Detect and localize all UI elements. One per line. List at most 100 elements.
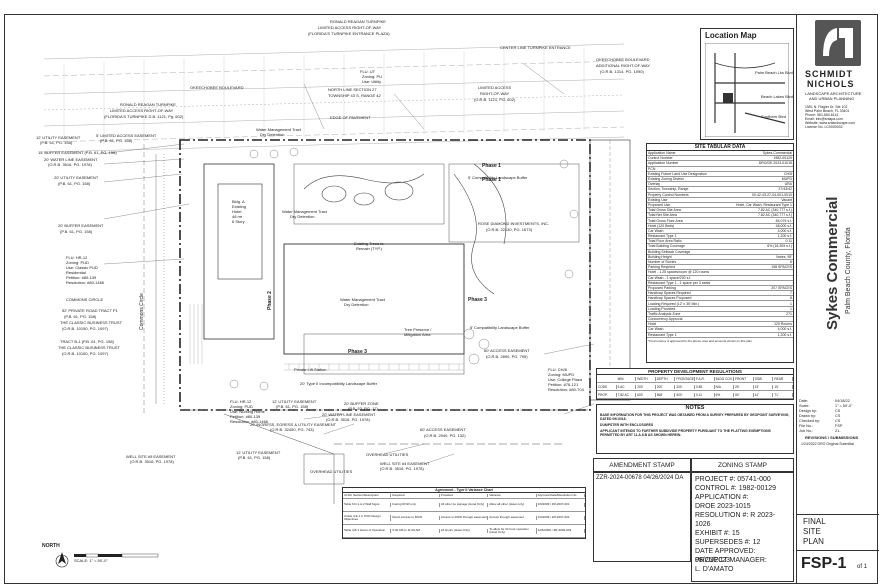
titleblock-value: 04/18/22 [835,399,850,403]
site-data-label: Hotel (120 Beds) [648,223,675,228]
location-map-label-3: Southern Blvd [761,114,787,119]
titleblock-row: Drawn by:CS [799,414,877,419]
property-dev-cell: 15' [773,384,793,389]
label-ronald-reagan: RONALD REAGAN TURNPIKE [330,19,386,24]
site-data-row: Restaurant Type 1 - 1 space per 3 seats [647,281,793,286]
titleblock-value: 1" = 50'-0" [835,404,853,408]
site-data-label: Hotel [648,322,657,327]
site-data-value: 7.82 AC (340,777 s.f.) [757,213,792,218]
amendment-stamp-header: AMENDMENT STAMP [593,458,691,472]
zoning-stamp-line: RESOLUTION #: R 2023-1026 [695,512,776,528]
label-township: TOWNSHIP 43 S, RANGE 42 [328,93,381,98]
site-data-value: 207 SPACES [771,285,792,290]
agreement-cell: Allow all other (Hotel only) [488,503,537,507]
label-ronald-lower-3: (FLORIDA'S TURNPIKE D.B. 1121, Pg. 602) [104,114,184,119]
sheet-number: FSP-1 [801,555,847,572]
property-dev-cell: 568' [656,392,676,397]
titleblock-label: Checked by: [799,419,821,423]
titleblock-row: Date: 04/18/22 [799,399,877,404]
site-data-label: Existing Zoning District [648,177,684,182]
site-data-value: Vacant [781,197,792,202]
property-dev-cell: MIN. [617,376,637,381]
site-data-label: Total Net Site Area [648,213,677,218]
label-commons-road: Commons Circle [139,293,145,330]
label-tract-p1: 52' PRIVATE ROAD TRACT P1 [62,308,118,313]
sheet-of: of 1 [857,564,868,570]
site-data-value: 7.82 AC (340,777 s.f.) [757,208,792,213]
title-divider [797,514,879,515]
label-water-mgmt-1: Water Management Tract [256,127,301,132]
site-data-value: 198 SPACES [771,265,792,270]
titleblock-label: Design by: [799,409,817,413]
firm-email: Email: info@snlapa.com [805,117,843,121]
site-data-row: Hotel - 1.25 spaces/room @ 120 rooms [647,270,793,276]
label-water-20-bot: 20' WATER LINE EASEMENT [322,412,376,417]
label-limited-access-c: (O.R.B. 1121, PG. 602) [474,97,516,102]
notes-title: NOTES [685,405,705,411]
agreement-cell: 1/6/2009 / ZR-2007-001 [537,516,586,520]
site-data-label: Existing Use [648,197,668,202]
project-location: Palm Beach County, Florida [845,227,852,314]
label-existing-trees-b: Remain (TYP.) [356,246,382,251]
site-data-label: Handicap Spaces Proposed [648,296,692,301]
site-data-value: DRO/DE 2023-01015 [758,161,792,166]
location-map-drawing [705,43,789,137]
property-dev-cell: 5 AC [617,384,637,389]
label-ronald-lower-1: RONALD REAGAN TURNPIKE [120,102,176,107]
site-data-row: Existing Use Vacant [647,198,793,203]
site-data-value: 4,000 s.f. [777,327,792,332]
site-data-value: 1,200 s.f. [777,234,792,239]
label-edge-pavement: EDGE OF PAVEMENT [330,115,371,120]
firm-logo-mark [815,20,861,66]
property-dev-cell: 15' [754,384,774,389]
note-3: APPLICANT INTENDS TO FURTHER SUBDIVIDE P… [600,429,771,438]
north-arrow-label: NORTH [42,543,60,549]
label-buffer-20-botb: (P.B. 53, PG. 17) [348,406,378,411]
property-dev-cell: 200' [675,384,695,389]
property-dev-cell: DEPTH [656,376,676,381]
label-tree-preserve-b: Mitigation Area [404,332,431,337]
label-util-12-botb: (P.B. 61, PG. 158) [276,404,309,409]
label-limited-access-b: RIGHT-OF-WAY [480,91,510,96]
titleblock-label: Date: [799,399,809,403]
property-dev-cell: SIDE [754,376,774,381]
amendment-stamp-title: AMENDMENT STAMP [609,462,675,469]
label-util-12-bot2b: (P.B. 61, PG. 158) [238,455,271,460]
label-classic-2b: (O.R.B. 10150, PG. 1097) [62,351,109,356]
site-data-label: Traffic Analysis Zone [648,311,681,316]
agreement-cell: Required [391,493,440,498]
label-classic-1: THE CLASSIC BUSINESS TRUST [60,320,122,325]
label-util-12b: (P.B. 61, PG. 158) [40,140,73,145]
site-data-value: 1982-00129 [773,156,792,161]
revision-1: 1/24/2022 DRO Original Submittal [801,442,854,446]
property-dev-cell: N/A [715,384,735,389]
label-buffer-15: 15' BUFFER EASEMENT (P.B. 61, PG. 158) [38,150,117,155]
site-data-value: Varies, 98' [775,254,792,259]
label-use-utility: Use: Utility [362,79,382,84]
label-limited-access: LIMITED ACCESS RIGHT-OF-WAY [318,25,382,30]
label-buffer-20-bot: 20' BUFFER ZONE [344,401,379,406]
label-util-12-bot2: 12' UTILITY EASEMENT [236,450,281,455]
label-phase-2: Phase 2 [267,291,273,310]
label-okee-blvd: OKEECHOBEE BOULEVARD [190,85,244,90]
zoning-stamp-line: CONTROL #: 1982-00129 [695,485,777,492]
label-zoning-mupd: Zoning: MUPD [548,372,575,377]
site-data-row: Building Setback Coverage [647,250,793,255]
site-data-label: Concurrency Approval [648,317,683,322]
label-existing-trees: Existing Trees to [354,241,384,246]
label-overhead-2: OVERHEAD UTILITIES [310,469,353,474]
label-water-mgmt-2b: Dry Detention [290,214,315,219]
